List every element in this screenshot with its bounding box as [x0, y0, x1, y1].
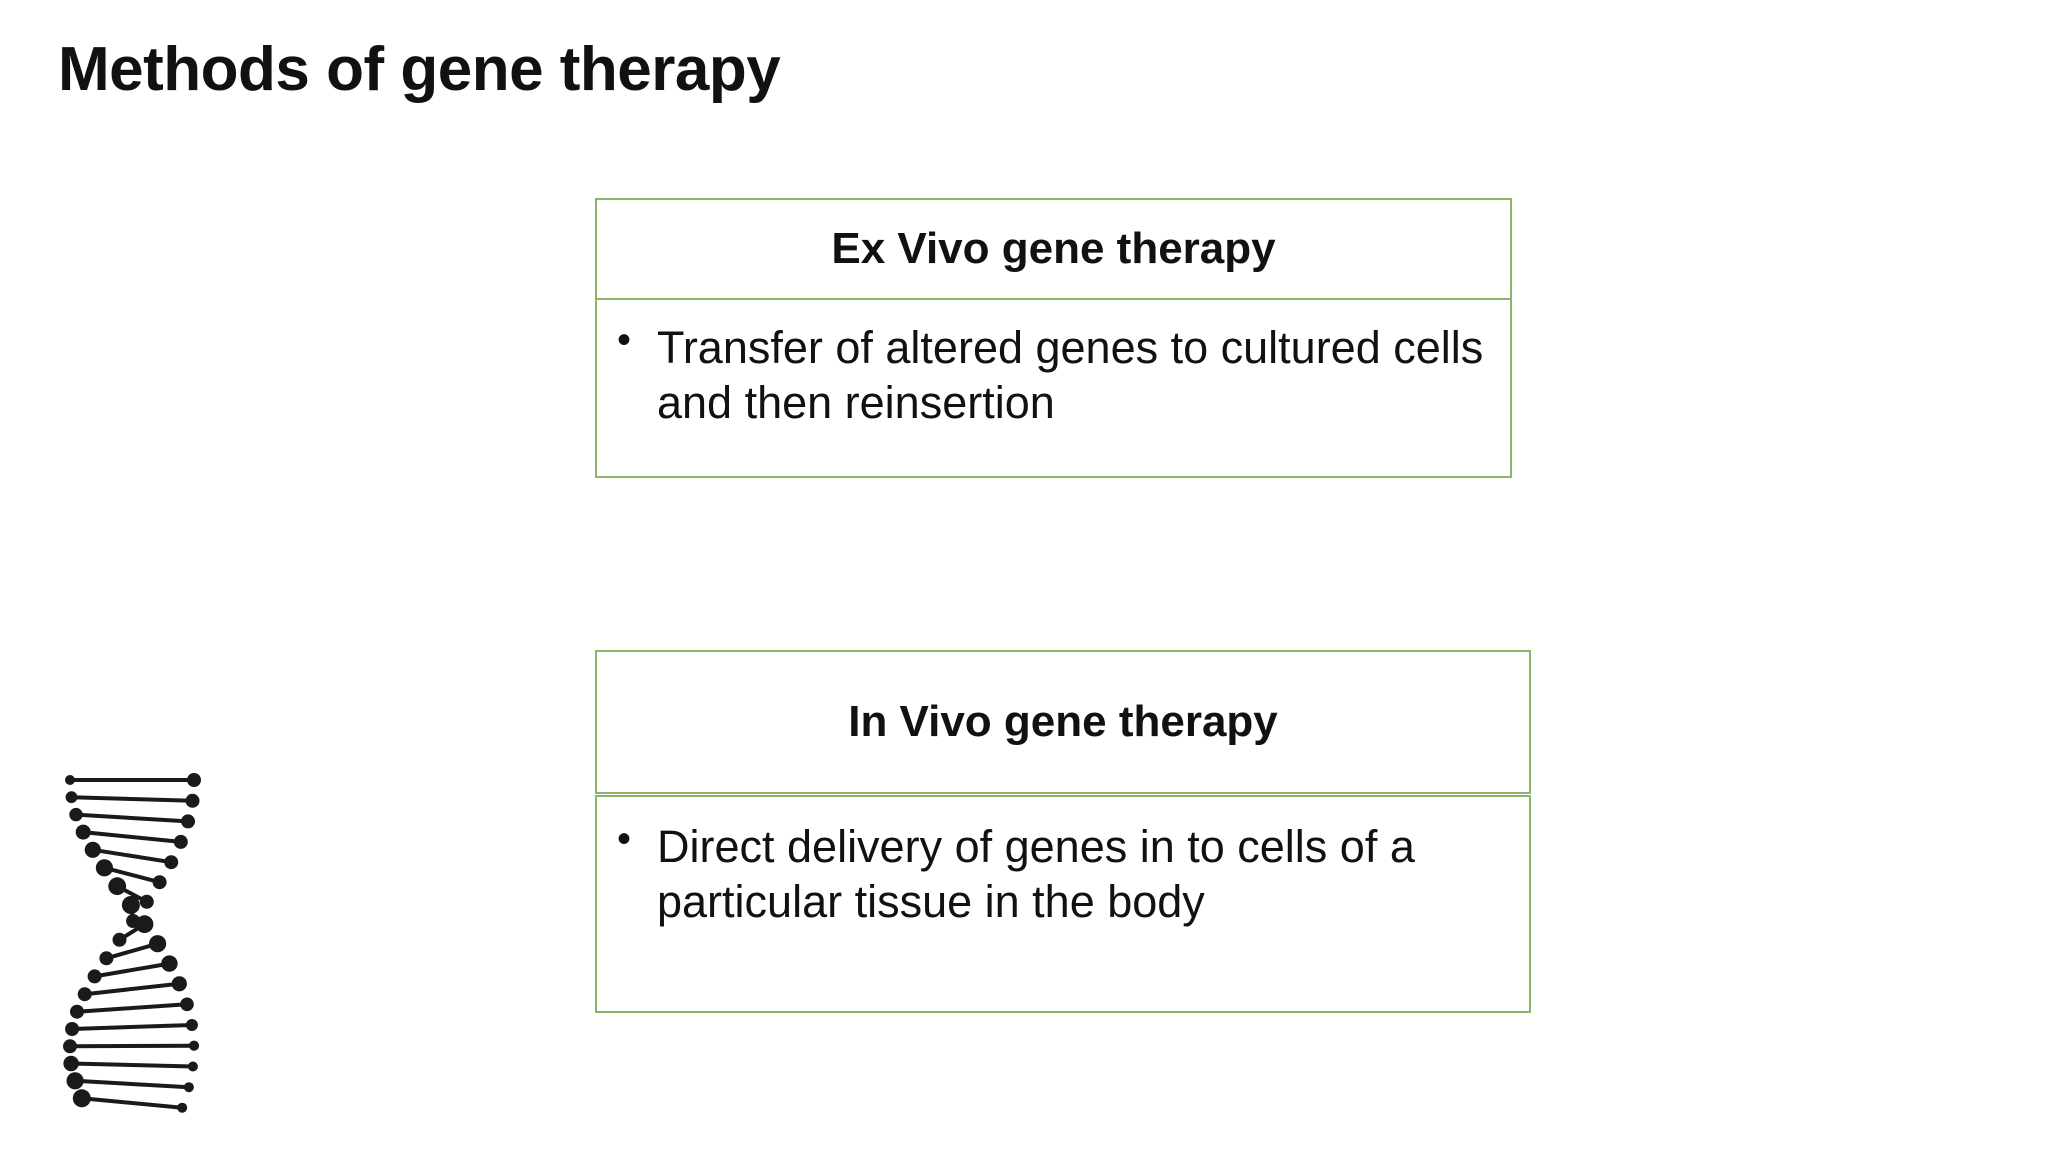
dna-node: [70, 1004, 84, 1019]
ex-vivo-heading-box: Ex Vivo gene therapy: [595, 198, 1512, 300]
dna-node: [135, 915, 154, 934]
dna-node: [108, 877, 127, 896]
dna-node: [187, 773, 201, 787]
dna-node: [65, 775, 75, 785]
dna-node: [84, 841, 101, 858]
dna-node: [139, 894, 154, 909]
in-vivo-body-box: • Direct delivery of genes in to cells o…: [595, 795, 1531, 1013]
dna-node: [187, 1061, 198, 1072]
dna-rung: [104, 941, 160, 961]
dna-node: [185, 1019, 198, 1031]
dna-rung: [75, 1002, 189, 1014]
in-vivo-heading: In Vivo gene therapy: [848, 697, 1278, 746]
dna-node: [180, 997, 194, 1012]
dna-node: [173, 834, 188, 849]
dna-node: [69, 807, 83, 822]
dna-rung: [70, 1023, 194, 1031]
dna-node: [63, 1055, 79, 1072]
dna-node: [66, 1072, 84, 1090]
dna-node: [185, 793, 200, 808]
dna-node: [99, 951, 114, 966]
bullet-dot-icon: •: [617, 817, 632, 861]
dna-rung: [73, 1078, 191, 1090]
in-vivo-bullet-text: Direct delivery of genes in to cells of …: [657, 821, 1415, 928]
ex-vivo-heading: Ex Vivo gene therapy: [831, 224, 1276, 273]
dna-node: [75, 824, 91, 840]
dna-node: [95, 859, 113, 877]
dna-double-helix-icon: [63, 773, 201, 1113]
dna-node: [188, 1040, 200, 1051]
dna-node: [87, 969, 102, 984]
ex-vivo-body-box: • Transfer of altered genes to cultured …: [595, 298, 1512, 478]
dna-node: [164, 855, 179, 870]
dna-node: [149, 935, 167, 953]
slide-title: Methods of gene therapy: [58, 35, 781, 104]
dna-rung: [82, 981, 182, 997]
bullet-dot-icon: •: [617, 318, 632, 362]
dna-node: [181, 814, 195, 829]
dna-rung: [102, 865, 162, 885]
dna-node: [72, 1089, 91, 1108]
dna-rung: [81, 830, 183, 844]
ex-vivo-bullet-item: • Transfer of altered genes to cultured …: [617, 320, 1486, 431]
dna-node: [161, 955, 178, 972]
dna-rung: [68, 1043, 196, 1049]
dna-node: [152, 875, 167, 890]
ex-vivo-bullet-text: Transfer of altered genes to cultured ce…: [657, 322, 1484, 429]
in-vivo-heading-box: In Vivo gene therapy: [595, 650, 1531, 794]
dna-node: [171, 976, 187, 992]
dna-rung: [90, 847, 174, 865]
dna-node: [65, 791, 78, 804]
dna-node: [77, 987, 92, 1002]
dna-node: [183, 1082, 194, 1093]
dna-rung: [69, 1061, 195, 1069]
dna-node: [121, 896, 140, 914]
dna-node: [63, 1039, 77, 1054]
dna-node: [112, 932, 127, 947]
dna-rung: [92, 961, 172, 979]
dna-rung: [69, 795, 195, 803]
in-vivo-bullet-item: • Direct delivery of genes in to cells o…: [617, 819, 1505, 930]
dna-node: [177, 1102, 188, 1113]
dna-node: [65, 1022, 80, 1036]
dna-rung: [74, 812, 190, 824]
dna-rung: [79, 1096, 185, 1110]
